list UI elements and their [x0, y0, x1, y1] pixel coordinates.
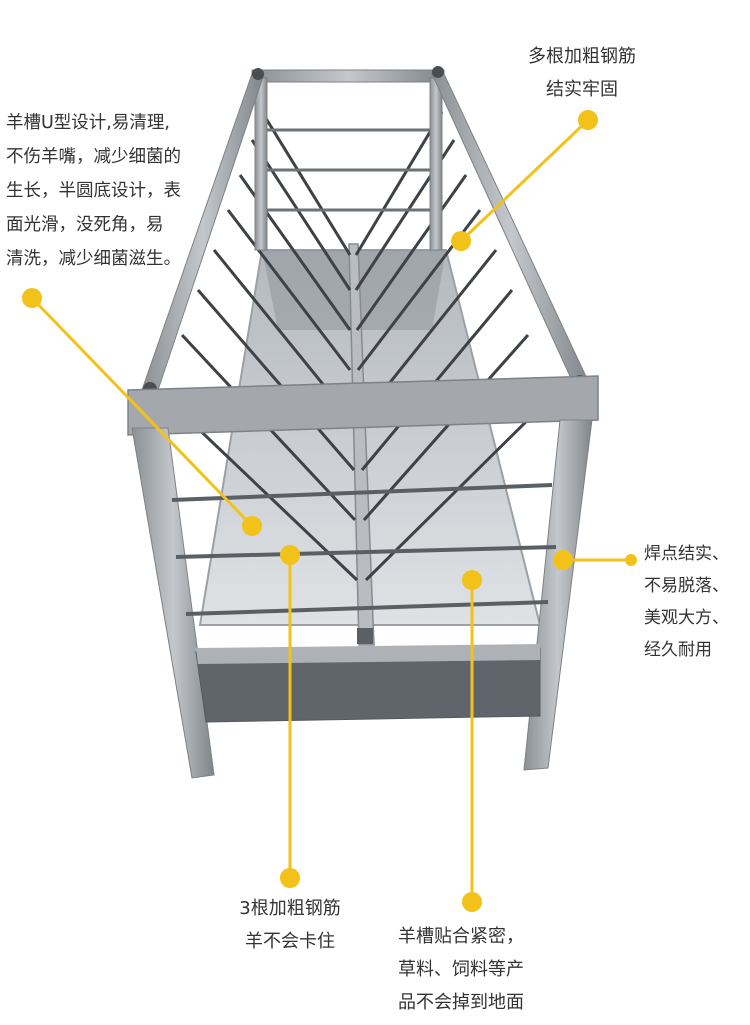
- rebar-diagonals-right: [354, 111, 550, 582]
- callout-line: 不易脱落、: [644, 576, 729, 596]
- dot-tight-fit-end: [462, 892, 482, 912]
- center-divider: [348, 243, 375, 646]
- dot-tight-fit: [462, 570, 482, 590]
- callout-rebar: 多根加粗钢筋 结实牢固: [528, 40, 636, 106]
- back-frame: [251, 69, 445, 251]
- callout-line: 生长，半圆底设计，表: [6, 181, 181, 201]
- callout-u-trough: 羊槽U型设计,易清理, 不伤羊嘴，减少细菌的 生长，半圆底设计，表 面光滑，没死…: [6, 106, 181, 276]
- callout-line: 不伤羊嘴，减少细菌的: [6, 147, 181, 167]
- callout-line: 羊槽U型设计,易清理,: [6, 113, 170, 133]
- front-rebars: [171, 483, 557, 616]
- divider-bolt: [357, 628, 373, 644]
- callout-dots: [22, 110, 637, 912]
- callout-line: 多根加粗钢筋: [528, 46, 636, 67]
- callout-line: 焊点结实、: [644, 544, 729, 564]
- front-frame: [127, 375, 599, 779]
- callout-line: 羊槽贴合紧密，: [398, 926, 524, 947]
- callout-line: 清洗，减少细菌滋生。: [6, 249, 181, 269]
- callout-tight-fit: 羊槽贴合紧密， 草料、饲料等产 品不会掉到地面: [398, 920, 524, 1019]
- callout-welds: 焊点结实、 不易脱落、 美观大方、 经久耐用: [644, 538, 729, 666]
- callout-line: 3根加粗钢筋: [239, 898, 341, 919]
- dot-rebar: [578, 110, 598, 130]
- dot-three-bars-end: [280, 868, 300, 888]
- callout-line: 草料、饲料等产: [398, 959, 524, 980]
- dot-u-trough-end: [242, 516, 262, 536]
- callout-line: 羊不会卡住: [245, 931, 335, 952]
- callout-three-bars: 3根加粗钢筋 羊不会卡住: [230, 892, 350, 958]
- callout-line: 美观大方、: [644, 608, 729, 628]
- callout-line: 结实牢固: [546, 79, 618, 100]
- dot-welds: [553, 550, 573, 570]
- callout-line: 经久耐用: [644, 640, 712, 660]
- callout-line: 面光滑，没死角，易: [6, 215, 164, 235]
- dot-rebar-end: [451, 231, 471, 251]
- callout-line: 品不会掉到地面: [398, 992, 524, 1013]
- callout-leaders: [30, 118, 631, 902]
- dot-welds-end: [625, 554, 637, 566]
- dot-u-trough: [22, 288, 42, 308]
- dot-three-bars: [280, 545, 300, 565]
